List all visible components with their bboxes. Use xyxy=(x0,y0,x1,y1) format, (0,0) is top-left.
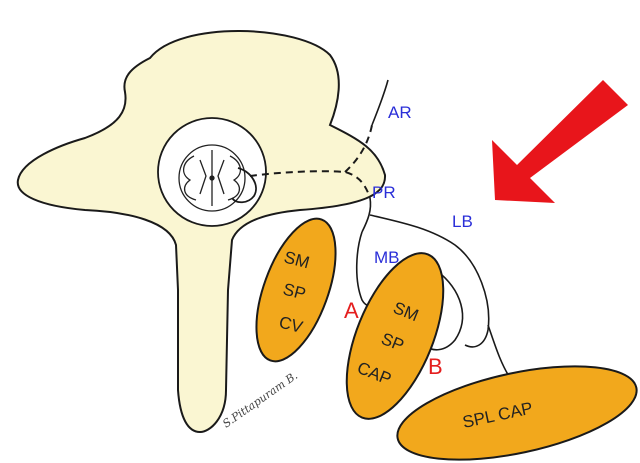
lateral-branch-line-2 xyxy=(488,325,510,378)
label-compartment-a: A xyxy=(344,298,359,323)
arrow-down-left-icon xyxy=(492,80,628,203)
label-compartment-b: B xyxy=(428,354,443,379)
label-pr: PR xyxy=(372,183,396,202)
label-lb: LB xyxy=(452,212,473,231)
anterior-ramus-line-solid xyxy=(372,80,388,125)
label-mb: MB xyxy=(374,248,400,267)
posterior-ramus-line xyxy=(362,198,371,232)
label-ar: AR xyxy=(388,103,412,122)
author-signature: S.Pittapuram B. xyxy=(220,369,300,430)
